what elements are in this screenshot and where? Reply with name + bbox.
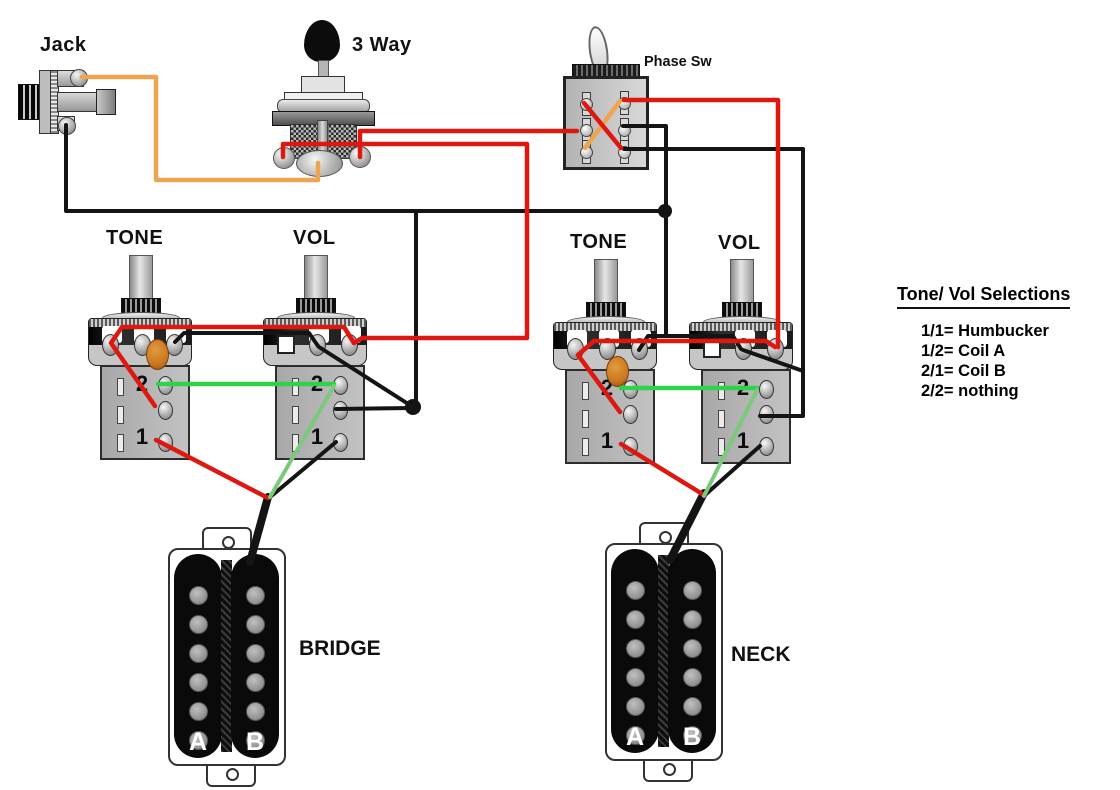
pot-casing (553, 322, 657, 370)
switch-position-2-label: 2 (135, 371, 149, 396)
coil-b-label: B (245, 728, 265, 756)
neck-pickup: A B (605, 522, 723, 782)
pot-mount-hole (277, 335, 295, 354)
pot-shaft (129, 255, 153, 304)
jack-label: Jack (40, 34, 87, 56)
tone-label-bridge: TONE (106, 227, 164, 249)
phase-lug (618, 118, 631, 142)
jack-sleeve-lug (58, 117, 76, 135)
pickup-seam (221, 560, 232, 752)
pot-lug-right (341, 334, 358, 356)
switch-terminal-1 (158, 433, 173, 452)
selections-title: Tone/ Vol Selections (897, 284, 1071, 309)
solder-junction-dot (658, 204, 672, 218)
tone-capacitor (146, 339, 169, 370)
tone-label-neck: TONE (570, 231, 628, 253)
neck-pickup-label: NECK (731, 643, 791, 666)
switch-position-1-label: 1 (600, 428, 614, 453)
switch-position-1-label: 1 (736, 428, 750, 453)
switch-terminal-1 (623, 437, 638, 456)
vol-label-neck: VOL (718, 232, 761, 254)
bridge-tone-pot: 2 1 (88, 255, 192, 460)
switch-terminal-1 (333, 433, 348, 452)
coil-a-label: A (188, 728, 208, 756)
push-pull-switch: 2 1 (100, 365, 190, 460)
pot-casing (88, 318, 192, 366)
switch-terminal-mid (623, 405, 638, 424)
neck-vol-pot: 2 1 (689, 259, 793, 464)
pickup-coil-a: A (174, 554, 222, 758)
pot-casing (263, 318, 367, 366)
switch-terminal-mid (759, 405, 774, 424)
switch-lug-left (273, 147, 295, 169)
switch-position-2-label: 2 (736, 375, 750, 400)
switch-lug-center (296, 150, 343, 177)
phase-switch-label: Phase Sw (644, 54, 712, 70)
switch-terminal-mid (158, 401, 173, 420)
pickup-coil-b: B (231, 554, 279, 758)
pickup-coil-a: A (611, 549, 659, 753)
pot-shaft (594, 259, 618, 308)
pot-lug-right (767, 338, 784, 360)
switch-lug-right (349, 146, 371, 168)
three-way-label: 3 Way (352, 34, 412, 56)
bridge-pickup-label: BRIDGE (299, 637, 381, 660)
tone-capacitor (606, 356, 629, 387)
push-pull-switch: 2 1 (701, 369, 791, 464)
pot-lug-middle (309, 334, 326, 356)
bridge-pickup: A B (168, 527, 286, 787)
switch-terminal-2 (158, 376, 173, 395)
switch-terminal-2 (333, 376, 348, 395)
switch-terminal-2 (759, 380, 774, 399)
phase-body (563, 76, 649, 170)
jack-tip-lug (70, 69, 88, 87)
pot-lug-right (631, 338, 648, 360)
output-jack (14, 58, 124, 138)
switch-position-1-label: 1 (135, 424, 149, 449)
switch-terminal-1 (759, 437, 774, 456)
selection-item: 2/2= nothing (921, 382, 1019, 400)
pot-shaft (304, 255, 328, 304)
pot-mount-hole (703, 339, 721, 358)
pot-lug-left (567, 338, 584, 360)
pickup-frame: A B (605, 543, 723, 761)
pot-shaft (730, 259, 754, 308)
switch-terminal-mid (333, 401, 348, 420)
pot-casing (689, 322, 793, 370)
selection-item: 1/2= Coil A (921, 342, 1006, 360)
vol-label-bridge: VOL (293, 227, 336, 249)
bridge-vol-pot: 2 1 (263, 255, 367, 460)
neck-tone-pot: 2 1 (553, 259, 657, 464)
push-pull-switch: 2 1 (275, 365, 365, 460)
jack-body-end (96, 89, 116, 115)
pickup-frame: A B (168, 548, 286, 766)
phase-lug (580, 140, 593, 164)
switch-knob (304, 20, 340, 62)
phase-lug (618, 91, 631, 115)
phase-switch (563, 22, 649, 170)
pot-lug-left (102, 334, 119, 356)
solder-junction-dot (405, 399, 421, 415)
selection-item: 1/1= Humbucker (921, 322, 1049, 340)
selection-item: 2/1= Coil B (921, 362, 1006, 380)
phase-lug (580, 92, 593, 116)
coil-a-label: A (625, 723, 645, 751)
coil-b-label: B (682, 723, 702, 751)
pickup-coil-b: B (668, 549, 716, 753)
wire-3way-right-to-phase (357, 128, 580, 160)
pickup-seam (658, 555, 669, 747)
switch-position-2-label: 2 (310, 371, 324, 396)
jack-thread (18, 84, 41, 120)
phase-lug (618, 140, 631, 164)
phase-lug (580, 118, 593, 142)
pot-lug-middle (735, 338, 752, 360)
switch-position-1-label: 1 (310, 424, 324, 449)
